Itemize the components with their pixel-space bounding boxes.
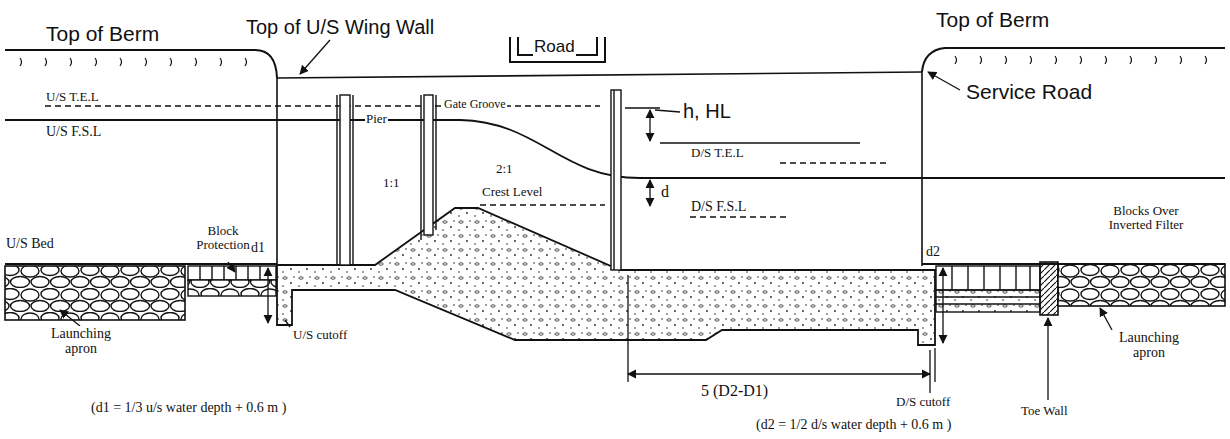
wing-wall-label: Top of U/S Wing Wall <box>245 16 435 38</box>
level-label: U/S F.S.L <box>45 124 102 139</box>
toe-wall <box>1040 262 1058 315</box>
berm-label: Top of Berm <box>935 8 1050 31</box>
level-label: Crest Level <box>481 185 543 199</box>
piers <box>337 90 621 270</box>
level-label: U/S T.E.L <box>45 90 100 104</box>
launching-apron <box>5 266 185 320</box>
slope-label: 1:1 <box>382 176 401 190</box>
formula-note: (d2 = 1/2 d/s water depth + 0.6 m ) <box>755 417 952 432</box>
slope-label: 2:1 <box>495 162 514 176</box>
inverted-filter <box>936 266 1040 312</box>
part-label: Toe Wall <box>1020 404 1069 418</box>
dimension-label: 5 (D2-D1) <box>700 382 769 400</box>
block-protection <box>188 266 276 296</box>
part-label: U/S Bed <box>5 236 55 251</box>
berm-label: Top of Berm <box>45 22 160 45</box>
part-label: Gate Groove <box>443 98 507 111</box>
formula-note: (d1 = 1/3 u/s water depth + 0.6 m ) <box>90 400 287 415</box>
road-label: Road <box>533 38 576 57</box>
launching-apron <box>1058 264 1225 306</box>
dimension-label: d1 <box>250 240 266 255</box>
concrete-floor <box>277 208 935 345</box>
dimension-lines <box>60 40 1112 400</box>
part-label: D/S cutoff <box>895 395 951 409</box>
part-label: Service Road <box>965 80 1093 103</box>
level-label: D/S F.S.L <box>690 199 747 214</box>
part-label: U/S cutoff <box>292 328 348 342</box>
dimension-label: d <box>660 183 670 201</box>
part-label: Blocks Over Inverted Filter <box>1090 204 1202 233</box>
part-label: Pier <box>365 112 388 126</box>
part-label: Launching apron <box>40 326 122 357</box>
head-label: h, HL <box>682 100 732 122</box>
part-label: Launching apron <box>1108 330 1190 361</box>
level-label: D/S T.E.L <box>690 146 745 160</box>
dimension-label: d2 <box>925 244 941 259</box>
